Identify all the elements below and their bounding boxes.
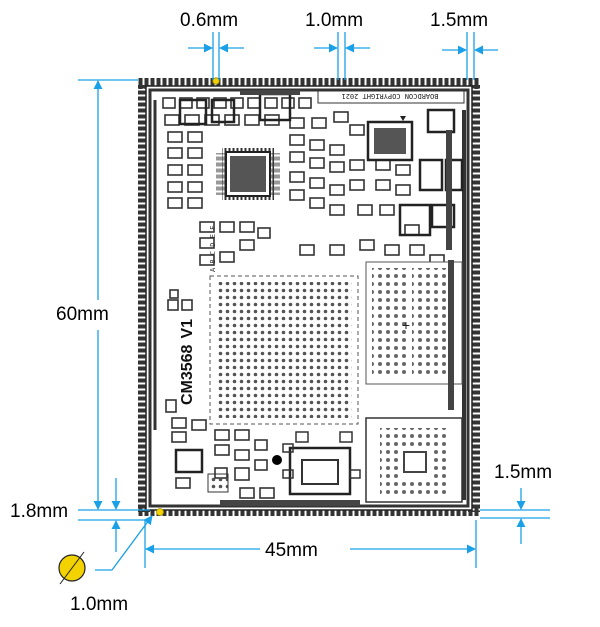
small-bga <box>207 473 229 493</box>
svg-text:A B C D E F: A B C D E F <box>209 226 217 272</box>
main-soc-bga: A B C D E F <box>209 226 359 425</box>
dim-label-width: 45mm <box>265 540 318 561</box>
dim-label-pad-diameter: 1.0mm <box>70 594 128 615</box>
dim-label-height: 60mm <box>56 304 109 325</box>
dim-label-edge-bottom-right: 1.5mm <box>494 462 552 483</box>
highlight-pad-corner <box>156 508 164 516</box>
board-model-label: CM3568V1 <box>179 319 196 405</box>
enlarged-pad-callout <box>58 551 86 585</box>
top-edge-pads <box>138 78 480 89</box>
dim-label-edge-top-right: 1.5mm <box>430 10 488 31</box>
dimension-lines <box>78 32 550 571</box>
qfn-chip-right <box>366 116 414 162</box>
ddr-bga: + <box>365 261 463 385</box>
pmic-chip <box>272 431 361 496</box>
emmc-chip <box>365 417 463 503</box>
svg-text:+: + <box>402 317 410 333</box>
qfp-chip-left <box>216 148 280 200</box>
dim-label-edge-bottom-left: 1.8mm <box>10 501 68 522</box>
dim-label-gap-top: 1.0mm <box>305 10 363 31</box>
copyright-text: BOARDCON COPYRIGHT 2021 <box>342 92 439 100</box>
board: BOARDCON COPYRIGHT 2021 <box>138 77 480 516</box>
dim-label-pitch-top: 0.6mm <box>180 10 238 31</box>
highlight-pad-top <box>212 77 220 85</box>
